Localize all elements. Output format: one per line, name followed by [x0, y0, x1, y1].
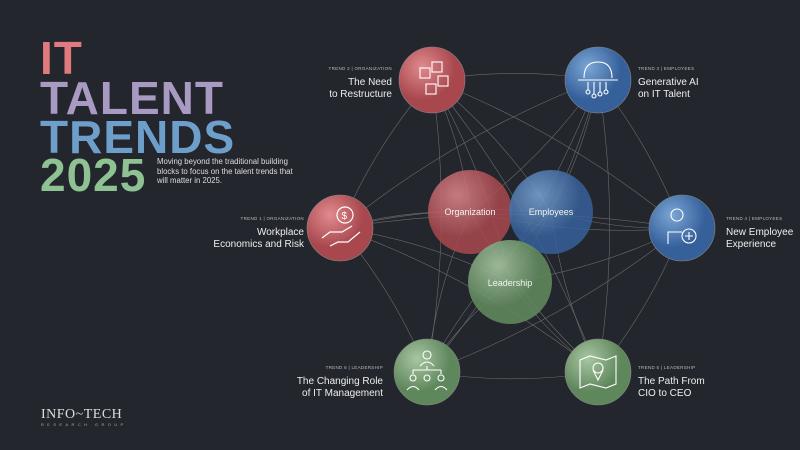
- connector-line: [339, 79, 599, 229]
- trend-6-node[interactable]: [393, 338, 461, 406]
- core-label-leadership: Leadership: [487, 278, 533, 288]
- logo-tagline: RESEARCH GROUP: [41, 422, 127, 427]
- core-leadership[interactable]: [468, 240, 552, 324]
- trend-2-node[interactable]: [398, 46, 466, 114]
- map-pin-icon: [579, 355, 617, 389]
- title-trends: TRENDS: [40, 111, 236, 163]
- core-organization[interactable]: [428, 170, 512, 254]
- cubes-icon: [419, 61, 449, 95]
- org-chart-icon: [406, 350, 448, 391]
- connector-line: [426, 227, 683, 373]
- core-label-employees: Employees: [528, 207, 574, 217]
- info-tech-logo: INFO~TECH: [41, 407, 123, 422]
- trend-1-node[interactable]: $: [306, 194, 374, 262]
- connector-lines: [339, 73, 683, 380]
- trend-3-node[interactable]: [564, 46, 632, 114]
- title-it: IT: [40, 32, 83, 84]
- core-label-organization: Organization: [444, 207, 496, 217]
- hand-dollar-icon: $: [321, 206, 361, 247]
- title-year: 2025: [40, 149, 147, 201]
- connector-line: [597, 79, 610, 373]
- trend-4-node[interactable]: [648, 194, 716, 262]
- core-employees[interactable]: [509, 170, 593, 254]
- connector-line: [431, 79, 683, 229]
- svg-text:$: $: [342, 211, 348, 222]
- title-talent: TALENT: [40, 72, 225, 124]
- subtitle: Moving beyond the traditional building b…: [157, 157, 293, 185]
- ai-brain-icon: [578, 61, 618, 99]
- trend-5-node[interactable]: [564, 338, 632, 406]
- person-plus-icon: [667, 208, 697, 244]
